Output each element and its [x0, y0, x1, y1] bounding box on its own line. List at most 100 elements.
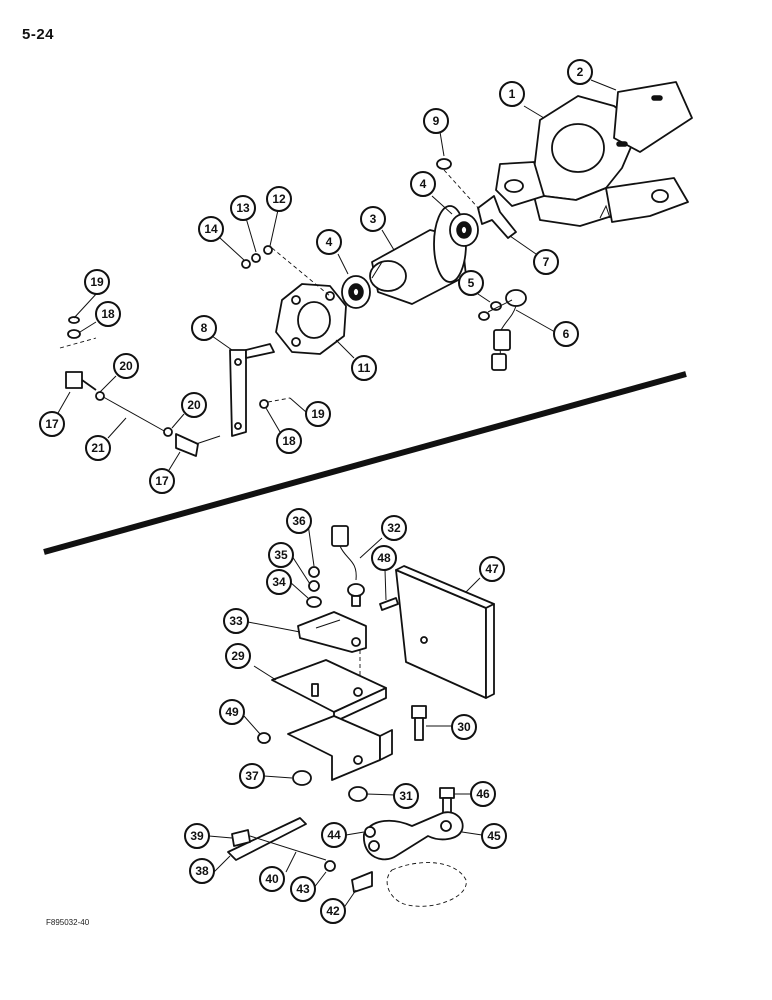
part-38-arm: [227, 817, 307, 861]
callout-8-label: 8: [201, 321, 208, 335]
page-number: 5-24: [22, 26, 55, 43]
callout-32: 32: [381, 515, 407, 541]
callout-19-upper: 19: [84, 269, 110, 295]
part-30-bolt: [411, 705, 427, 741]
callout-38: 38: [189, 858, 215, 884]
callout-12: 12: [266, 186, 292, 212]
callout-31-label: 31: [399, 789, 413, 803]
callout-33: 33: [223, 608, 249, 634]
leader-lines: [57, 79, 617, 910]
callout-7: 7: [533, 249, 559, 275]
part-45-lever-plate: [363, 811, 464, 861]
callout-29: 29: [225, 643, 251, 669]
callout-47: 47: [479, 556, 505, 582]
callout-20-lower: 20: [181, 392, 207, 418]
callout-6: 6: [553, 321, 579, 347]
callout-20-upper: 20: [113, 353, 139, 379]
callout-3-label: 3: [370, 212, 377, 226]
part-1-bracket: [495, 95, 689, 227]
part-47-mounting-plate: [395, 565, 495, 699]
part-13-washer: [251, 253, 261, 263]
callout-1-label: 1: [509, 87, 516, 101]
part-39-fitting: [231, 829, 251, 847]
callout-49: 49: [219, 699, 245, 725]
callout-4a-label: 4: [420, 177, 427, 191]
callout-48: 48: [371, 545, 397, 571]
callout-17a-label: 17: [45, 417, 59, 431]
callout-6-label: 6: [563, 327, 570, 341]
part-49-nut: [257, 732, 271, 744]
callout-11: 11: [351, 355, 377, 381]
figure-code: F895032-40: [46, 918, 90, 927]
callout-21: 21: [85, 435, 111, 461]
callout-36: 36: [286, 508, 312, 534]
upper-assembly: [59, 81, 693, 457]
callout-13-label: 13: [236, 201, 250, 215]
section-divider: [43, 371, 687, 555]
callout-34: 34: [266, 569, 292, 595]
part-6-sensor-harness: [491, 289, 527, 371]
part-35-washer: [308, 580, 320, 592]
part-4-bearing-left: [341, 275, 371, 309]
part-9-ring: [436, 158, 452, 170]
callout-46-label: 46: [476, 787, 490, 801]
callout-38-label: 38: [195, 864, 209, 878]
callout-5-label: 5: [468, 276, 475, 290]
callout-31: 31: [393, 783, 419, 809]
callout-5: 5: [458, 270, 484, 296]
callout-39: 39: [184, 823, 210, 849]
callout-34-label: 34: [272, 575, 286, 589]
callout-42: 42: [320, 898, 346, 924]
part-32-sensor: [331, 525, 365, 607]
callout-13: 13: [230, 195, 256, 221]
callout-12-label: 12: [272, 192, 286, 206]
callout-18-lower: 18: [276, 428, 302, 454]
callout-1: 1: [499, 81, 525, 107]
callout-4-upper: 4: [410, 171, 436, 197]
linkage-rod: [59, 316, 291, 457]
callout-35-label: 35: [274, 548, 288, 562]
part-43-nut: [324, 860, 336, 872]
part-45-ghost-outline: [386, 862, 467, 907]
part-3-sleeve: [369, 205, 467, 305]
callout-48-label: 48: [377, 551, 391, 565]
part-48-bolt: [379, 597, 399, 611]
callout-47-label: 47: [485, 562, 499, 576]
callout-8: 8: [191, 315, 217, 341]
callout-46: 46: [470, 781, 496, 807]
callout-19a-label: 19: [90, 275, 104, 289]
callout-9: 9: [423, 108, 449, 134]
callout-20a-label: 20: [119, 359, 133, 373]
callout-30: 30: [451, 714, 477, 740]
part-33-slotted-plate: [297, 611, 367, 653]
callout-19-lower: 19: [305, 401, 331, 427]
part-4-bearing-right: [449, 213, 479, 247]
part-7-clip: [477, 195, 517, 239]
callout-18-upper: 18: [95, 301, 121, 327]
callout-43: 43: [290, 876, 316, 902]
callout-37: 37: [239, 763, 265, 789]
part-5-fasteners: [478, 299, 513, 321]
callout-35: 35: [268, 542, 294, 568]
callout-30-label: 30: [457, 720, 471, 734]
callout-14-label: 14: [204, 222, 218, 236]
callout-21-label: 21: [91, 441, 105, 455]
part-8-lever: [229, 343, 275, 437]
part-29-bracket: [271, 659, 393, 781]
part-40-rod: [249, 835, 327, 861]
callout-49-label: 49: [225, 705, 239, 719]
callout-37-label: 37: [245, 769, 259, 783]
callout-17-lower: 17: [149, 468, 175, 494]
callout-18b-label: 18: [282, 434, 296, 448]
part-12-washer: [263, 245, 273, 255]
callout-17-upper: 17: [39, 411, 65, 437]
part-14-nut: [241, 259, 251, 269]
callout-32-label: 32: [387, 521, 401, 535]
callout-20b-label: 20: [187, 398, 201, 412]
callout-7-label: 7: [543, 255, 550, 269]
callout-33-label: 33: [229, 614, 243, 628]
part-37-bushing: [292, 770, 312, 786]
part-31-nut: [348, 786, 368, 802]
callout-18a-label: 18: [101, 307, 115, 321]
